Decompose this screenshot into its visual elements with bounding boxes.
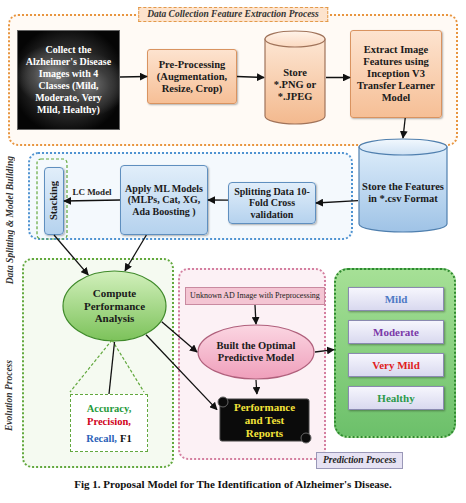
metric-name: Accuracy, [71, 402, 147, 415]
region-title: Evolution Process [4, 360, 15, 431]
flow-arrow [120, 76, 147, 78]
metric-name: Precision, [71, 415, 147, 428]
cylinder-body [265, 39, 325, 124]
box-label: Performance and Test Reports [217, 401, 312, 440]
process-region: Data Collection Feature Extraction Proce… [8, 14, 458, 146]
flow-arrow [125, 235, 146, 271]
class-box: Very Mild [348, 353, 444, 377]
box-label: Store the Features in *.csv Format [358, 167, 448, 205]
figure-caption: Fig 1. Proposal Model for The Identifica… [0, 478, 466, 490]
process-box: Splitting Data 10-Fold Cross validation [228, 182, 316, 224]
box-label: Pre-Processing (Augmentation, Resize, Cr… [148, 59, 236, 95]
leader-line [70, 340, 112, 392]
process-box: Extract Image Features using Inception V… [350, 30, 442, 118]
flow-arrow [54, 235, 88, 275]
metric-name: F1 [120, 433, 132, 444]
output-region: MildModerateVery MildHealthy [334, 268, 456, 438]
region-title: Data Splitting & Model Building [5, 156, 16, 284]
box-label: Unknown AD Image with Preprocessing [190, 291, 320, 301]
database-cylinder: Store *.PNG or *.JPEG [264, 30, 326, 125]
process-box: Apply ML Models (MLPs, Cat, XG, Ada Boos… [120, 165, 208, 235]
class-label: Healthy [377, 392, 414, 404]
flow-arrow [403, 118, 405, 138]
flow-arrow [109, 342, 115, 394]
edge-label: LC Model [72, 187, 111, 197]
region-title: Data Collection Feature Extraction Proce… [138, 7, 328, 22]
leader-line [112, 340, 144, 392]
box-label: Apply ML Models (MLPs, Cat, XG, Ada Boos… [121, 183, 207, 218]
process-ellipse: Built the Optimal Predictive Model [197, 324, 315, 380]
flow-arrow [146, 335, 217, 410]
process-box: Pre-Processing (Augmentation, Resize, Cr… [147, 49, 237, 104]
class-label: Very Mild [372, 359, 420, 371]
cylinder-top [265, 31, 325, 47]
cylinder-body [359, 147, 447, 232]
ellipse-outline [63, 271, 166, 341]
scroll-curl [218, 397, 228, 407]
flow-arrow [316, 201, 358, 203]
metric-name: Recall, [86, 433, 117, 444]
flow-arrow [208, 199, 228, 200]
class-label: Moderate [373, 326, 419, 338]
process-ellipse: Compute Performance Analysis [62, 270, 167, 342]
input-box: Unknown AD Image with Preprocessing [185, 287, 325, 305]
cylinder-top [359, 139, 447, 155]
flow-arrow [255, 305, 256, 324]
flow-arrow [255, 380, 257, 394]
process-box: Stacking [44, 167, 64, 235]
flow-arrow [64, 200, 120, 201]
box-label: Built the Optimal Predictive Model [197, 340, 315, 365]
database-cylinder: Store the Features in *.csv Format [358, 138, 448, 233]
class-box: Healthy [348, 386, 444, 410]
class-label: Mild [385, 293, 408, 305]
stacking-bracket [37, 159, 67, 239]
box-label: Collect the Alzheimer's Disease Images w… [18, 44, 119, 116]
metrics-box: Accuracy,Precision, Recall,F1 [70, 394, 148, 452]
class-box: Mild [348, 287, 444, 311]
process-region: Prediction ProcessUnknown AD Image with … [178, 268, 326, 460]
ellipse-outline [198, 325, 314, 379]
class-box: Moderate [348, 320, 444, 344]
box-label: Splitting Data 10-Fold Cross validation [229, 186, 315, 221]
report-scroll: Performance and Test Reports [217, 394, 312, 446]
box-label: Extract Image Features using Inception V… [351, 44, 441, 104]
scroll-curl [301, 433, 311, 443]
flow-arrow [315, 350, 334, 352]
region-title: Prediction Process [316, 452, 403, 469]
image-box: Collect the Alzheimer's Disease Images w… [17, 30, 120, 130]
flow-arrow [326, 77, 350, 78]
process-region: Evolution ProcessCompute Performance Ana… [22, 258, 174, 468]
box-label: Stacking [48, 181, 60, 220]
flow-arrow [162, 322, 197, 352]
flow-arrow [237, 77, 264, 78]
box-label: Store *.PNG or *.JPEG [264, 53, 326, 103]
box-label: Compute Performance Analysis [62, 287, 167, 325]
